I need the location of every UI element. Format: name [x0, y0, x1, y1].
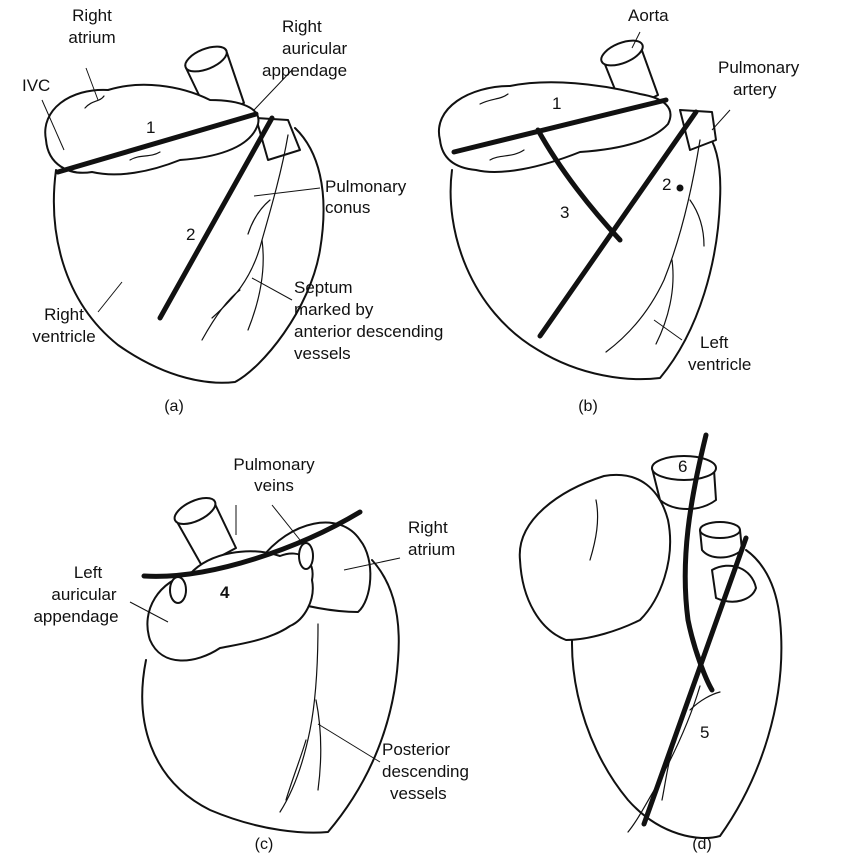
panel-a-leader-right-ventricle: [98, 282, 122, 312]
panel-a-label-right-ventricle-line2: ventricle: [32, 327, 95, 346]
panel-a-leader-pulmonary-conus: [254, 188, 320, 196]
panel-c-label-right-atrium-line1: Right: [408, 518, 448, 537]
panel-d-descending-vessel-branch-2: [690, 692, 720, 710]
panel-d-left-atrium: [520, 475, 670, 640]
panel-b-cut-number-1: 1: [552, 94, 561, 113]
panel-d: 6 5 (d): [520, 435, 782, 853]
panel-c-leader-posterior: [318, 724, 380, 762]
panel-c-descending-vessel-main: [280, 624, 318, 812]
panel-c-label-left-auricular-line3: appendage: [33, 607, 118, 626]
panel-a-label-right-atrium-line2: atrium: [68, 28, 115, 47]
panel-b-label-pulmonary-artery-line2: artery: [733, 80, 777, 99]
panel-a-caption: (a): [164, 398, 184, 415]
panel-a-label-right-auricular-line3: appendage: [262, 61, 347, 80]
panel-a-label-septum-line1: Septum: [294, 278, 353, 297]
panel-b-label-aorta: Aorta: [628, 6, 669, 25]
panel-a-label-right-ventricle-line1: Right: [44, 305, 84, 324]
panel-c-label-pulmonary-veins-line1: Pulmonary: [233, 455, 315, 474]
panel-c-cut-number-4: 4: [220, 583, 230, 602]
panel-a-label-right-auricular-line2: auricular: [282, 39, 348, 58]
panel-a-descending-vessel-main: [212, 135, 288, 318]
panel-c-label-left-auricular-line1: Left: [74, 563, 103, 582]
panel-b-marker-dot: [677, 185, 684, 192]
panel-c-label-posterior-line1: Posterior: [382, 740, 450, 759]
panel-b-descending-vessel-branch-2: [690, 200, 704, 246]
panel-d-cut-number-6: 6: [678, 457, 687, 476]
panel-a-descending-vessel-branch-2: [202, 290, 240, 340]
panel-b-cut-number-3: 3: [560, 203, 569, 222]
panel-b-leader-pulmonary-artery: [712, 110, 730, 130]
panel-c-caption: (c): [255, 836, 274, 853]
panel-a-label-septum-line3: anterior descending: [294, 322, 443, 341]
panel-c-label-posterior-line3: vessels: [390, 784, 447, 803]
panel-a-label-septum-line4: vessels: [294, 344, 351, 363]
panel-a-label-septum-line2: marked by: [294, 300, 374, 319]
panel-c-label-posterior-line2: descending: [382, 762, 469, 781]
panel-b-cut-number-2: 2: [662, 175, 671, 194]
panel-a-label-pulmonary-conus-line2: conus: [325, 198, 370, 217]
panel-d-caption: (d): [692, 836, 712, 853]
panel-c-label-right-atrium-line2: atrium: [408, 540, 455, 559]
panel-a-descending-vessel-branch-3: [248, 200, 270, 234]
panel-a-descending-vessel-branch-1: [248, 240, 263, 330]
panel-b-caption: (b): [578, 398, 598, 415]
panel-a-label-right-atrium-line1: Right: [72, 6, 112, 25]
panel-a: Right atrium IVC Right auricular appenda…: [22, 6, 443, 415]
panel-b-label-left-ventricle-line1: Left: [700, 333, 729, 352]
panel-a-cut-number-1: 1: [146, 118, 155, 137]
panel-a-label-ivc: IVC: [22, 76, 50, 95]
panel-a-label-right-auricular-line1: Right: [282, 17, 322, 36]
panel-c-descending-vessel-branch-1: [316, 700, 321, 790]
panel-c-pulmonary-vein-right: [299, 543, 313, 569]
panel-c-label-left-auricular-line2: auricular: [51, 585, 117, 604]
panel-a-cut-number-2: 2: [186, 225, 195, 244]
panel-a-label-pulmonary-conus-line1: Pulmonary: [325, 177, 407, 196]
panel-c-descending-vessel-branch-2: [286, 740, 306, 800]
panel-c: Pulmonary veins Right atrium Left auricu…: [33, 455, 469, 853]
panel-b: Aorta Pulmonary artery Left ventricle 1 …: [439, 6, 800, 415]
panel-d-pulmonary-artery-opening: [700, 522, 740, 538]
panel-b-label-pulmonary-artery-line1: Pulmonary: [718, 58, 800, 77]
panel-c-pulmonary-vein-left-lower: [170, 577, 186, 603]
panel-b-leader-left-ventricle: [654, 320, 682, 340]
panel-c-label-pulmonary-veins-line2: veins: [254, 476, 294, 495]
panel-d-cut-number-5: 5: [700, 723, 709, 742]
panel-b-label-left-ventricle-line2: ventricle: [688, 355, 751, 374]
